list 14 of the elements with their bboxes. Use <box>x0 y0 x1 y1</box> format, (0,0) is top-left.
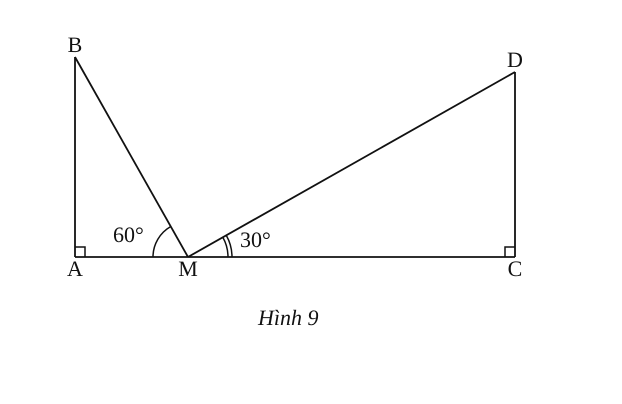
line-segment <box>188 71 516 258</box>
angle-measure: 30° <box>240 228 271 252</box>
figure-caption: Hình 9 <box>258 306 318 330</box>
line-segment <box>514 72 516 257</box>
vertex-label: D <box>503 48 527 72</box>
vertex-label: C <box>503 257 527 281</box>
vertex-label: M <box>176 257 200 281</box>
angle-measure: 60° <box>113 223 144 247</box>
vertex-label: B <box>63 33 87 57</box>
line-segment <box>74 56 189 258</box>
line-segment <box>74 57 76 257</box>
line-segment <box>75 256 188 258</box>
vertex-label: A <box>63 257 87 281</box>
line-segment <box>188 256 515 258</box>
